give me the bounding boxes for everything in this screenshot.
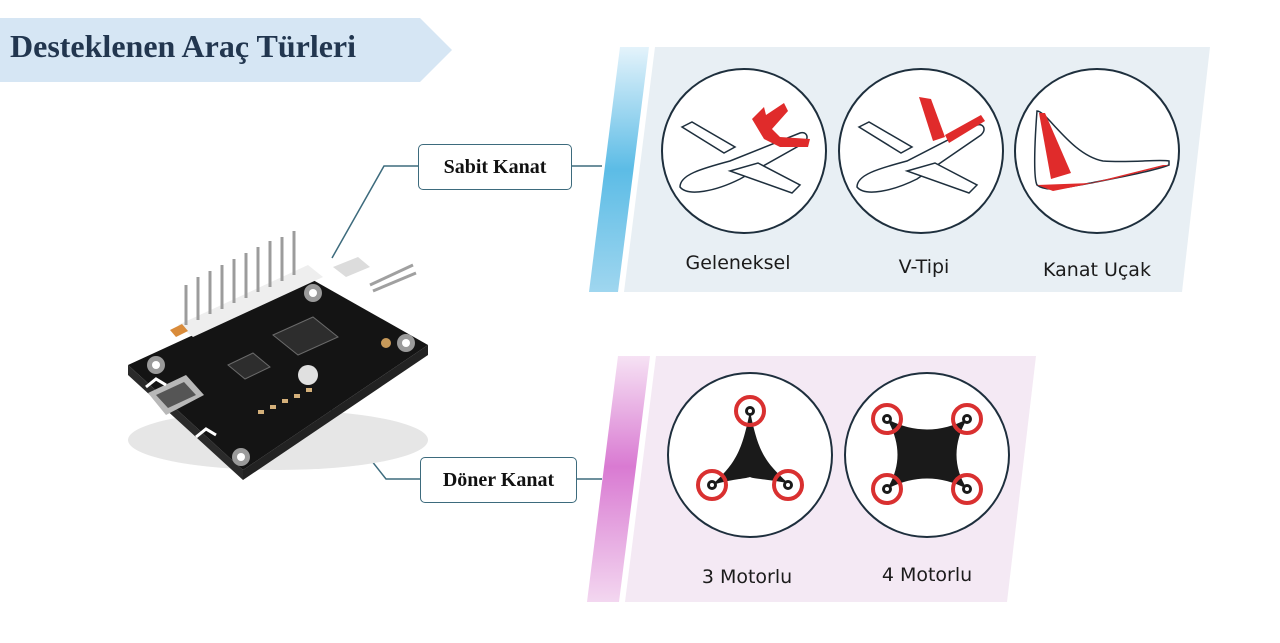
item-label-kanat-ucak: Kanat Uçak xyxy=(1043,259,1151,281)
page-title: Desteklenen Araç Türleri xyxy=(10,28,357,64)
category-label-sabit-kanat: Sabit Kanat xyxy=(418,144,572,190)
rotary-wing-accent-bar xyxy=(587,356,650,602)
tricopter-icon xyxy=(667,372,833,538)
fixed-wing-accent-bar xyxy=(589,47,649,292)
title-banner xyxy=(0,18,452,82)
category-label-doner-kanat: Döner Kanat xyxy=(420,457,577,503)
flying-wing-icon xyxy=(1014,68,1180,234)
quadcopter-icon xyxy=(844,372,1010,538)
v-tail-airplane-icon xyxy=(838,68,1004,234)
item-label-geleneksel: Geleneksel xyxy=(685,252,791,274)
item-label-v-tipi: V-Tipi xyxy=(898,256,950,278)
conventional-airplane-icon xyxy=(661,68,827,234)
connector-line-sabit xyxy=(331,165,418,259)
flight-controller-board-image xyxy=(128,231,428,480)
item-label-3-motorlu: 3 Motorlu xyxy=(701,566,793,588)
item-label-4-motorlu: 4 Motorlu xyxy=(881,564,973,586)
